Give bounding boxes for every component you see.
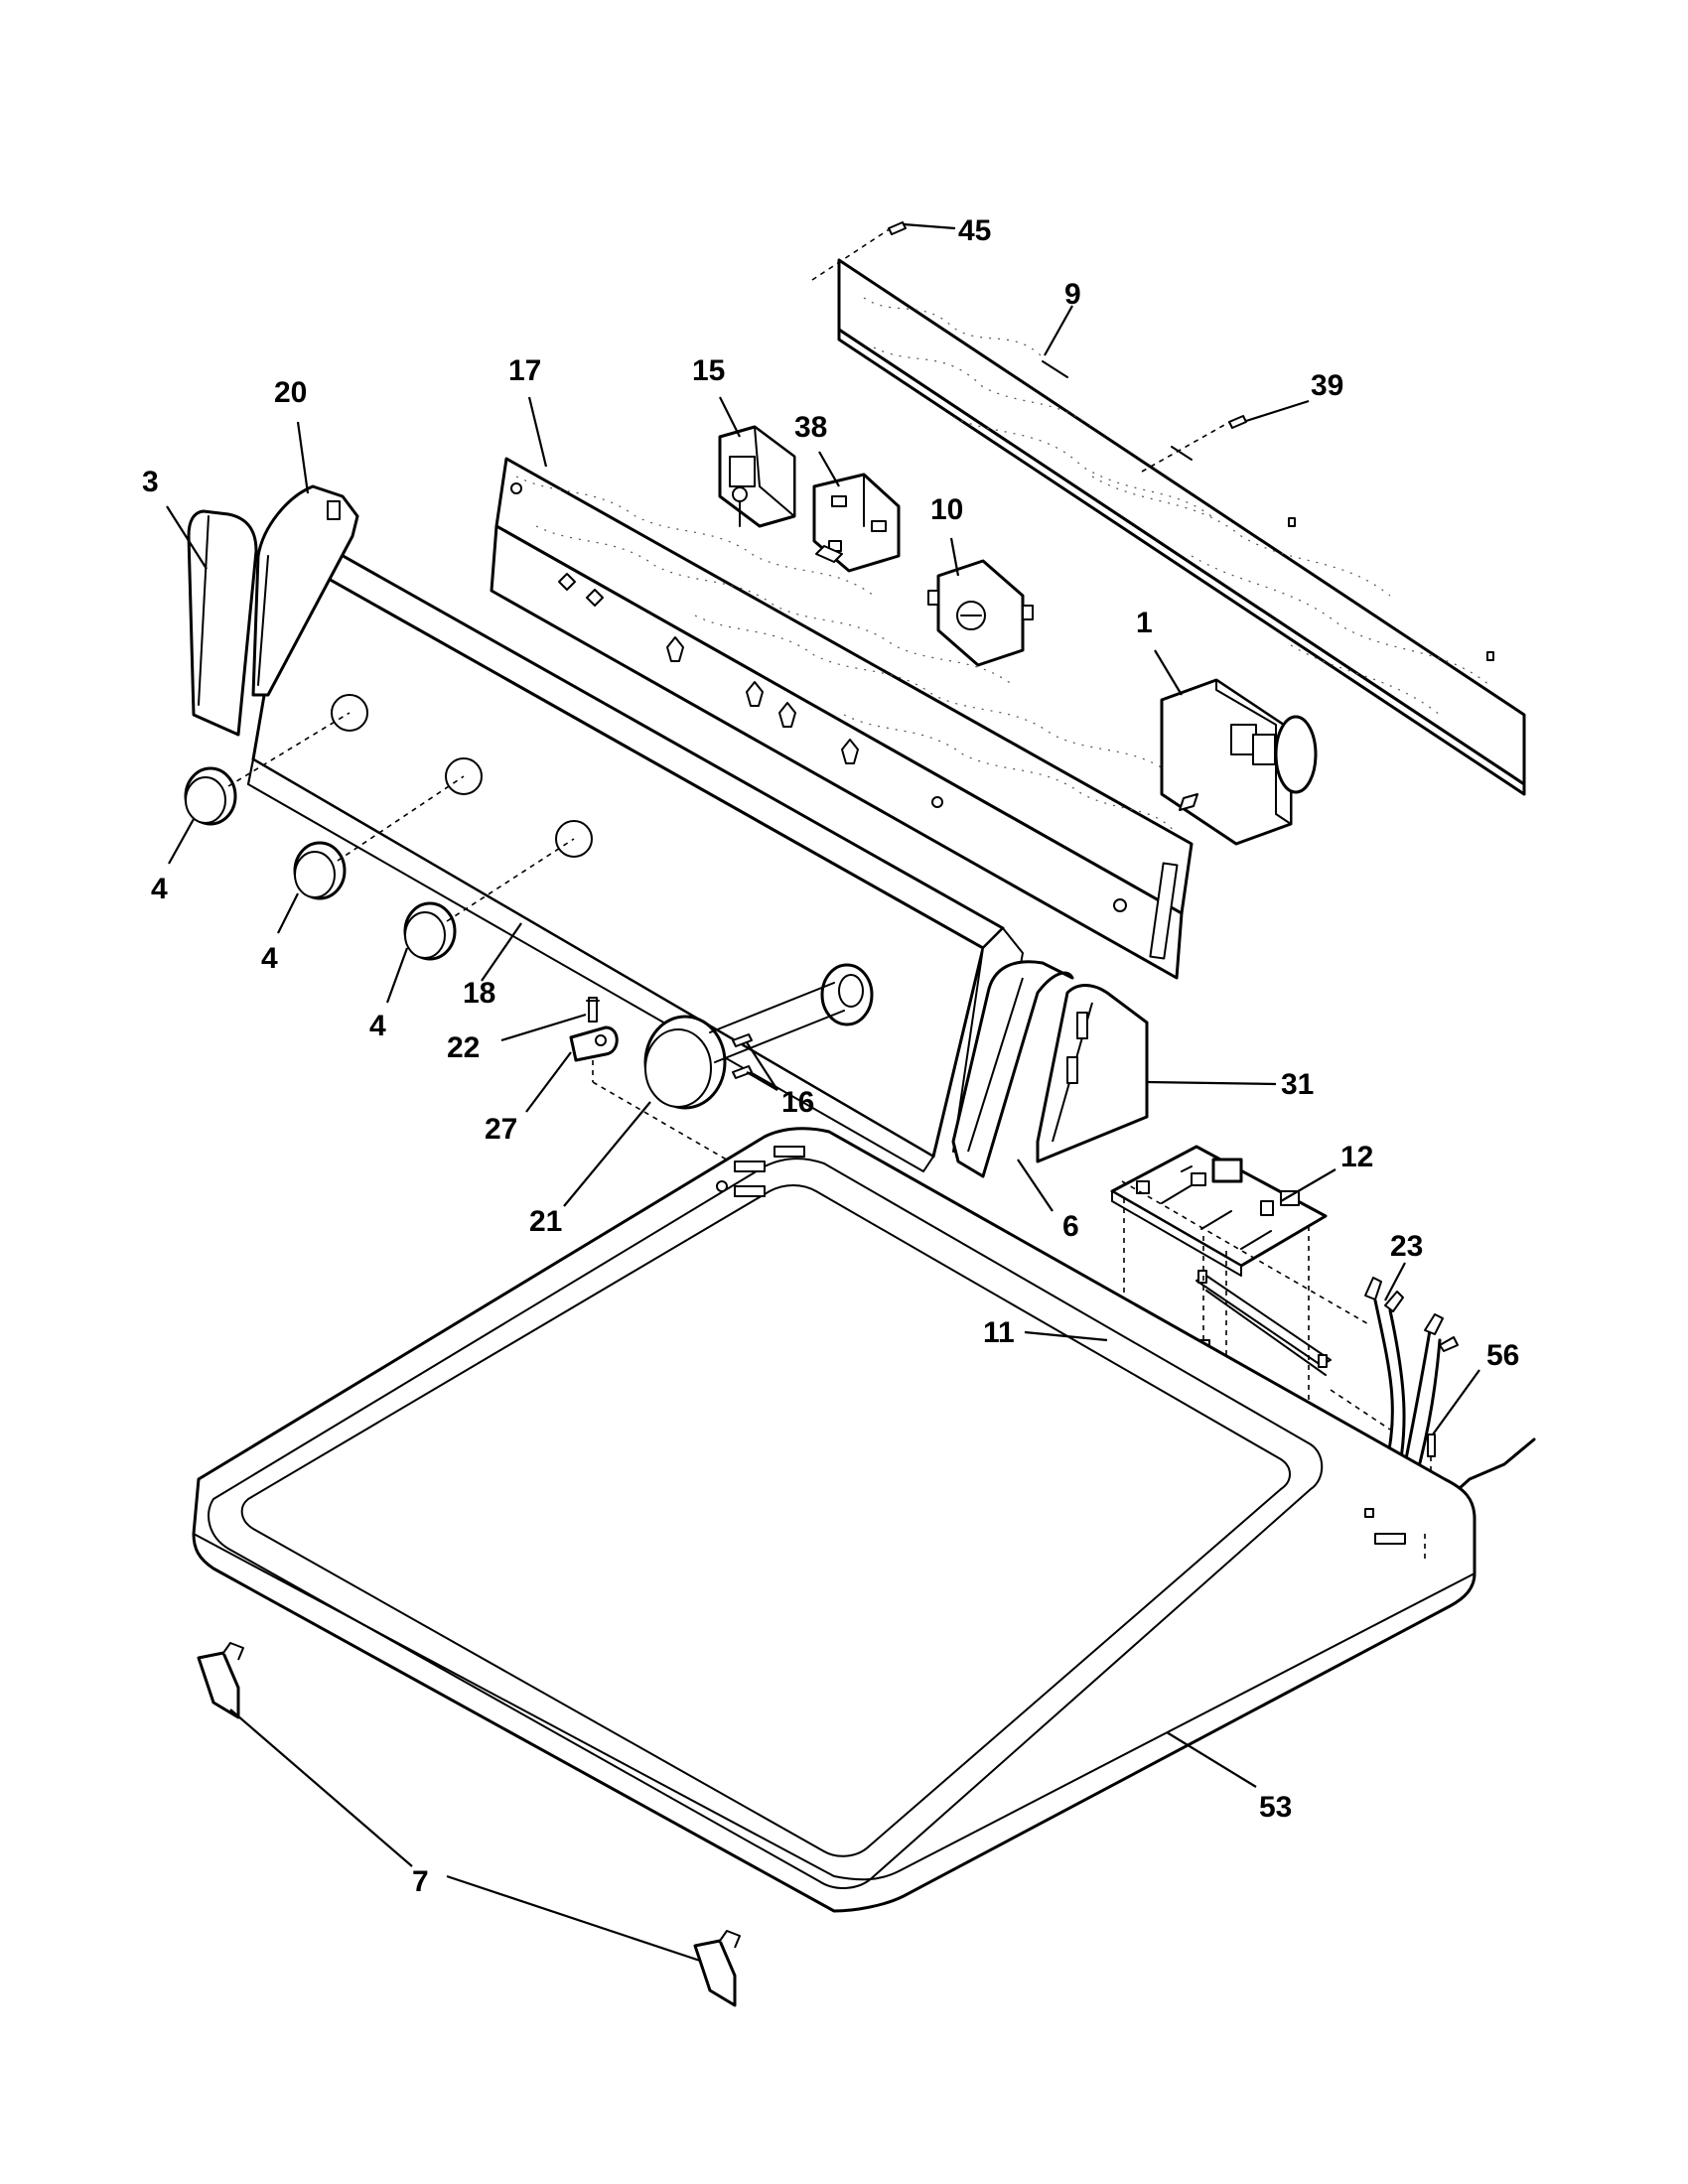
left-endcap-3-part: [187, 509, 258, 737]
knob-axis-lines: [227, 712, 845, 1063]
callout-9: 9: [1064, 278, 1081, 311]
selector-10-part: [927, 559, 1034, 667]
callout-6: 6: [1062, 1210, 1079, 1243]
screw-45-part: [811, 221, 907, 281]
callout-4b: 4: [261, 942, 278, 975]
knob-4a-part: [184, 766, 237, 826]
callout-16: 16: [781, 1086, 814, 1119]
rear-panel-part: [837, 258, 1526, 796]
callout-45: 45: [958, 214, 991, 247]
switch-38-part: [812, 473, 901, 573]
callout-3: 3: [142, 466, 159, 498]
callout-7: 7: [412, 1865, 429, 1898]
callout-10: 10: [930, 493, 963, 526]
callout-4c: 4: [369, 1010, 386, 1042]
callout-39: 39: [1311, 369, 1343, 402]
callout-22: 22: [447, 1031, 480, 1064]
knob-4b-part: [293, 841, 347, 900]
callout-20: 20: [274, 376, 307, 409]
callout-11: 11: [983, 1316, 1015, 1349]
panel-dashed-ref-lines: [1121, 1180, 1391, 1431]
callout-53: 53: [1259, 1791, 1292, 1824]
bracket-27-part: [569, 1025, 731, 1162]
hinge-clip-7b-part: [693, 1930, 741, 2007]
callout-labels: 45 9 39 17 15 38 10 20 3 1 4 4 4 18 22 2…: [142, 214, 1519, 1898]
callout-4a: 4: [151, 873, 168, 905]
callout-15: 15: [692, 354, 725, 387]
callout-17: 17: [508, 354, 541, 387]
right-endcap-6-part: [951, 960, 1074, 1178]
right-endcap-31-part: [1036, 984, 1149, 1163]
screw-39-part: [1141, 415, 1247, 473]
control-board-12-part: [1110, 1145, 1328, 1277]
callout-27: 27: [485, 1113, 517, 1146]
screw-22-part: [586, 997, 600, 1023]
switch-15-part: [718, 425, 796, 528]
screw-16-part: [732, 1033, 753, 1079]
top-panel-53-part: [192, 1127, 1477, 1913]
control-backing-panel-part: [490, 457, 1194, 980]
callout-56: 56: [1486, 1339, 1519, 1372]
callout-12: 12: [1340, 1141, 1373, 1173]
callout-23: 23: [1390, 1230, 1423, 1263]
callout-1: 1: [1136, 607, 1153, 639]
hinge-clip-7a-part: [197, 1642, 244, 1719]
callout-21: 21: [529, 1205, 562, 1238]
timer-knob-21-part: [643, 1015, 727, 1110]
callout-18: 18: [463, 977, 495, 1010]
callout-38: 38: [794, 411, 827, 444]
callout-31: 31: [1281, 1068, 1314, 1101]
leader-lines: [166, 222, 1480, 1963]
left-endcap-20-part: [251, 484, 359, 697]
timer-part: [1160, 678, 1318, 846]
knob-4c-part: [403, 901, 457, 961]
